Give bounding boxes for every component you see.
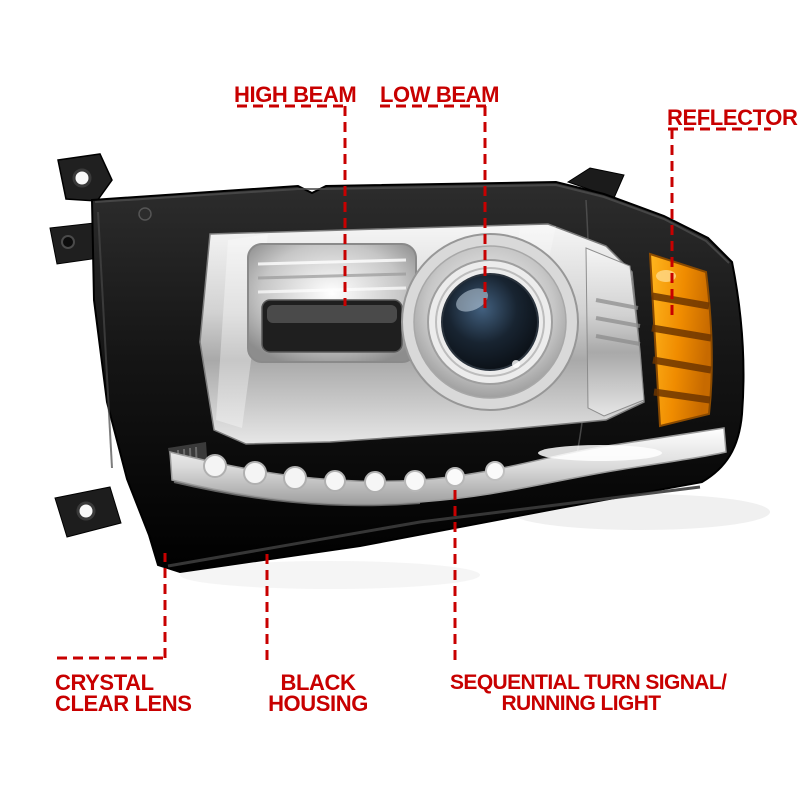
low-beam-label: LOW BEAM <box>380 82 500 107</box>
callout-line-high-beam <box>237 104 348 306</box>
mounting-tab-top <box>57 153 113 202</box>
reflector-label: REFLECTOR <box>667 105 798 130</box>
sequential-turn-signal-label-line2: RUNNING LIGHT <box>501 692 661 715</box>
black-housing-label: BLACK HOUSING <box>266 670 370 716</box>
callout-line-crystal-clear-lens <box>57 553 168 660</box>
crystal-clear-lens-label-line1: CRYSTAL <box>55 670 154 695</box>
mounting-tab-bottom <box>54 486 122 538</box>
sequential-turn-signal-label-line1: SEQUENTIAL TURN SIGNAL/ <box>450 671 727 694</box>
amber-side-reflector <box>648 252 713 428</box>
callout-lines <box>57 104 771 660</box>
crystal-clear-lens-label-line2: CLEAR LENS <box>55 691 192 716</box>
high-beam-label: HIGH BEAM <box>234 82 357 107</box>
sequential-turn-signal-label: SEQUENTIAL TURN SIGNAL/ RUNNING LIGHT <box>450 671 727 715</box>
side-chrome-panel <box>585 247 645 417</box>
led-running-light-strip <box>168 427 727 507</box>
callout-line-reflector <box>668 127 771 316</box>
crystal-clear-lens-label: CRYSTAL CLEAR LENS <box>55 670 192 716</box>
high-beam-reflector <box>247 243 417 363</box>
black-housing-label-line2: HOUSING <box>268 691 368 716</box>
black-housing-label-line1: BLACK <box>280 670 356 695</box>
callout-line-low-beam <box>380 104 487 312</box>
low-beam-projector <box>401 233 579 411</box>
